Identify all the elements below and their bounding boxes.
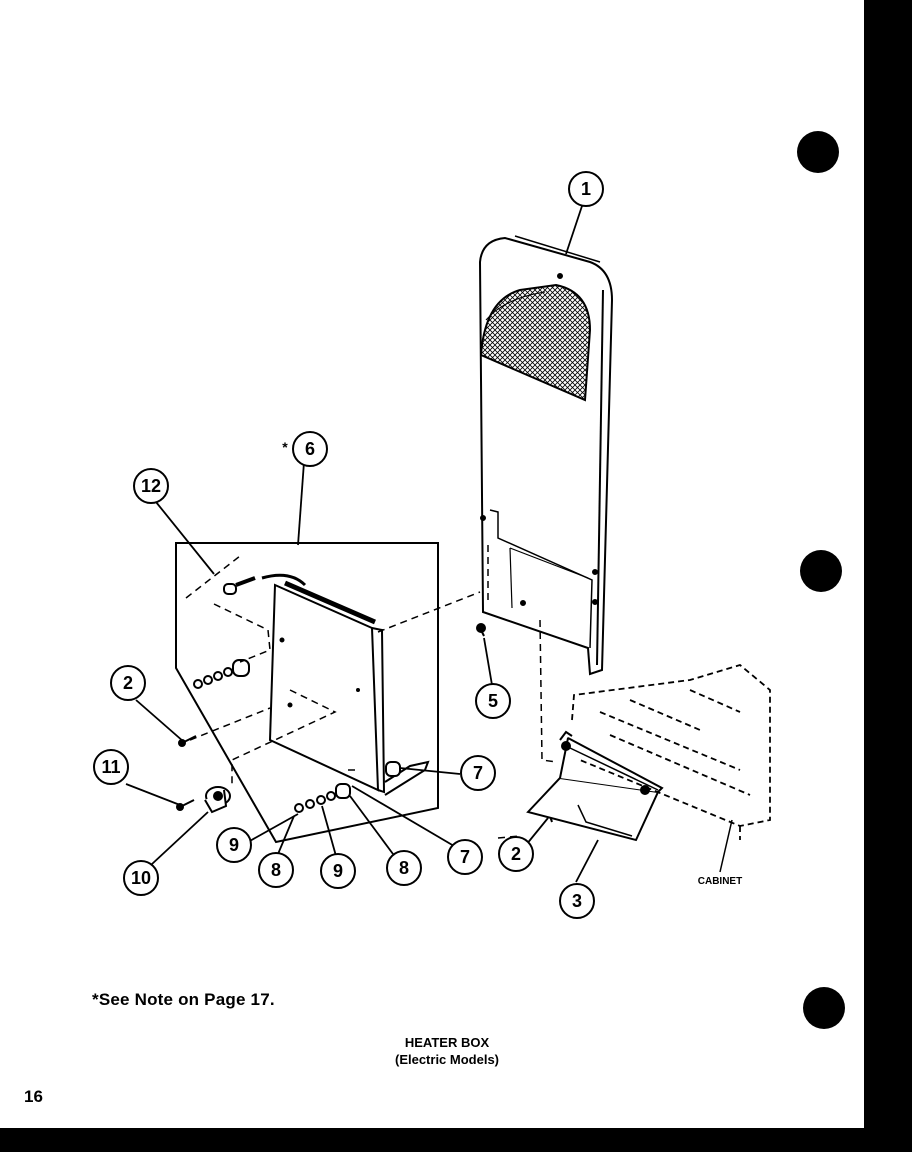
front-panel-part: [478, 235, 614, 676]
svg-text:1: 1: [581, 179, 591, 199]
insulator-row-left: [193, 659, 250, 689]
svg-text:*: *: [282, 439, 288, 455]
callout-8-left: 8: [258, 852, 294, 888]
binder-hole-middle: [800, 550, 842, 592]
cabinet-outline: [571, 663, 771, 840]
callout-7-lower: 7: [447, 839, 483, 875]
callout-7-upper: 7: [460, 755, 496, 791]
cabinet-label: CABINET: [698, 876, 742, 887]
callout-5: 5: [475, 683, 511, 719]
scan-edge-right: [864, 0, 912, 1152]
heater-assembly-outline: [175, 542, 439, 844]
svg-text:5: 5: [488, 691, 498, 711]
svg-text:8: 8: [271, 860, 281, 880]
callout-leader-lines: [125, 205, 599, 883]
callout-1: 1: [568, 171, 604, 207]
caption-subtitle: (Electric Models): [394, 1052, 500, 1067]
svg-text:2: 2: [511, 844, 521, 864]
svg-text:11: 11: [101, 757, 120, 777]
svg-text:12: 12: [141, 476, 161, 496]
svg-text:6: 6: [305, 439, 315, 459]
callout-11: 11: [93, 749, 129, 785]
callout-9-right: 9: [320, 853, 356, 889]
svg-text:2: 2: [123, 673, 133, 693]
svg-text:3: 3: [572, 891, 582, 911]
svg-text:10: 10: [131, 868, 151, 888]
insulator-row-bottom: [294, 761, 401, 813]
callouts: 1 6 * 12 2 11 10: [93, 171, 604, 919]
svg-text:7: 7: [473, 763, 483, 783]
footnote: *See Note on Page 17.: [92, 990, 275, 1009]
page-number: 16: [24, 1087, 43, 1106]
mounting-bracket-part: [526, 730, 664, 842]
binder-hole-top: [797, 131, 839, 173]
limit-thermostat-part: [204, 786, 231, 814]
callout-12: 12: [133, 468, 169, 504]
svg-text:9: 9: [333, 861, 343, 881]
caption-title: HEATER BOX: [404, 1035, 490, 1050]
heater-element-part: [223, 573, 430, 796]
callout-2-right: 2: [498, 836, 534, 872]
svg-text:7: 7: [460, 847, 470, 867]
callout-8-right: 8: [386, 850, 422, 886]
callout-2-left: 2: [110, 665, 146, 701]
callout-10: 10: [123, 860, 159, 896]
svg-text:8: 8: [399, 858, 409, 878]
scan-edge-bottom: [0, 1128, 912, 1152]
svg-text:9: 9: [229, 835, 239, 855]
binder-hole-bottom: [803, 987, 845, 1029]
diagram-caption: HEATER BOX (Electric Models): [352, 1034, 542, 1068]
callout-6: 6 *: [282, 431, 328, 467]
callout-9-left: 9: [216, 827, 252, 863]
callout-3: 3: [559, 883, 595, 919]
